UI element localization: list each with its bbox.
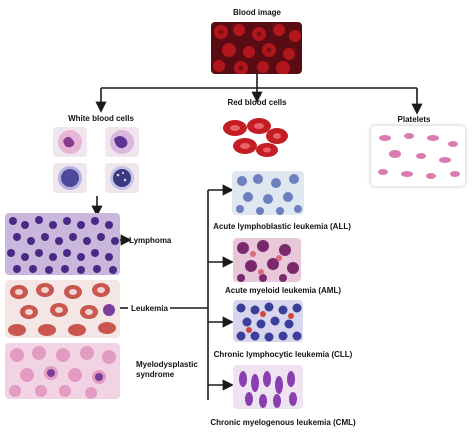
leukemia-label: Leukemia — [131, 304, 168, 313]
red-blood-cells-photo — [217, 110, 293, 162]
platelets-photo — [371, 126, 465, 186]
cll-label: Chronic lymphocytic leukemia (CLL) — [213, 350, 353, 359]
blood-image-photo — [211, 22, 302, 74]
cml-smear — [233, 365, 303, 409]
all-smear — [232, 171, 304, 215]
lymphoma-smear — [5, 213, 120, 275]
wbc-cell-1 — [53, 127, 87, 157]
cll-smear — [233, 300, 303, 342]
blood-image-label: Blood image — [232, 8, 282, 17]
mds-smear — [5, 343, 120, 399]
all-label: Acute lymphoblastic leukemia (ALL) — [213, 222, 351, 231]
red-blood-cells-label: Red blood cells — [227, 98, 287, 107]
cml-label: Chronic myelogenous leukemia (CML) — [210, 418, 356, 427]
aml-smear — [233, 238, 301, 282]
white-blood-cells-label: White blood cells — [68, 114, 134, 123]
wbc-cell-3 — [53, 163, 87, 193]
wbc-cell-2 — [105, 127, 139, 157]
lymphoma-label: Lymphoma — [129, 236, 172, 245]
wbc-cell-4 — [105, 163, 139, 193]
platelets-label: Platelets — [397, 115, 431, 124]
leukemia-smear — [5, 280, 120, 338]
mds-label-line1: Myelodysplastic — [136, 360, 198, 369]
aml-label: Acute myeloid leukemia (AML) — [224, 286, 342, 295]
mds-label-line2: syndrome — [136, 370, 175, 379]
